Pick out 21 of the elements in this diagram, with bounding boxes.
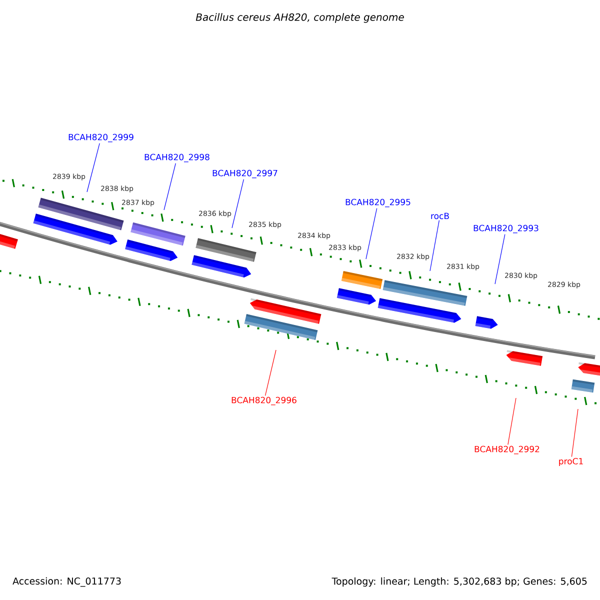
- gene-label: BCAH820_2996: [232, 396, 296, 406]
- gene-label: BCAH820_2999: [68, 134, 134, 142]
- gene-label: BCAH820_2997: [212, 170, 278, 178]
- leader-line: [264, 350, 276, 396]
- leader-line: [494, 234, 506, 284]
- leader-line: [86, 143, 100, 192]
- gene-label: BCAH820_2993: [474, 224, 538, 234]
- genome-stats-text: Topology: linear; Length: 5,302,683 bp; Genes: 5,605: [332, 577, 587, 587]
- leader-line: [508, 398, 516, 445]
- gene-label: BCAH820_2992: [474, 446, 540, 454]
- leader-line: [164, 163, 176, 210]
- map-title: Bacillus cereus AH820, complete genome: [196, 13, 404, 23]
- leader-line: [366, 208, 378, 260]
- gene-label: rocB: [431, 212, 449, 220]
- gene-label: BCAH820_2995: [346, 198, 410, 208]
- accession-text: Accession: NC_011773: [12, 577, 121, 587]
- leader-line: [571, 408, 578, 458]
- leader-line: [430, 220, 440, 272]
- gene-label: proC1: [559, 458, 583, 466]
- leader-line: [232, 179, 244, 228]
- gene-label: BCAH820_2998: [144, 154, 210, 162]
